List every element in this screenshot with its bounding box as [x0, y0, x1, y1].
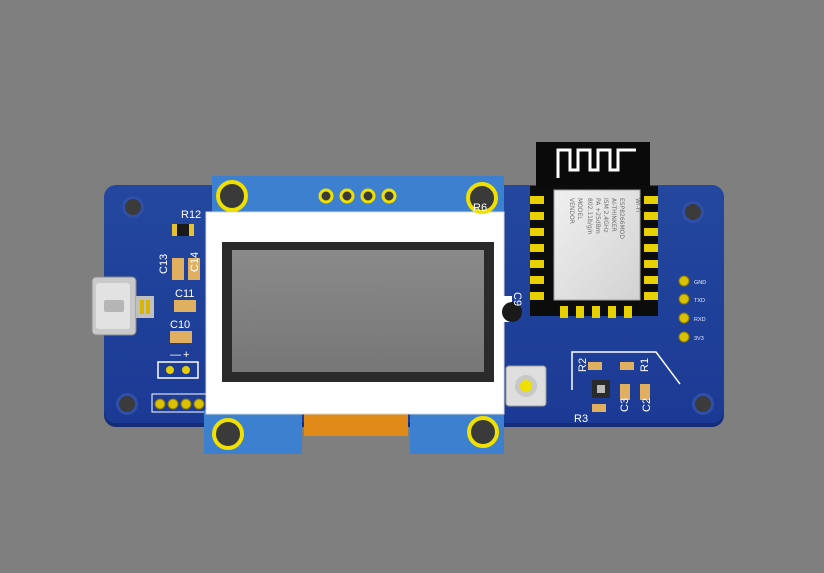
label-c9: C9 — [511, 292, 523, 306]
module-text-4: PA +25dBm — [594, 198, 601, 234]
module-model-label: MODEL — [576, 198, 583, 220]
label-r12: R12 — [181, 209, 201, 221]
label-r3: R3 — [574, 413, 588, 425]
capacitor-c2: C2 — [640, 384, 653, 412]
oled-mount-hole — [466, 182, 498, 214]
esp8266-wifi-module: Wi-Fi ESP8266MOD AI-THINKER ISM 2.4GHz P… — [530, 142, 658, 318]
polarity-minus-label: — — [170, 349, 181, 361]
resistor-r1: R1 — [620, 358, 651, 372]
label-r1: R1 — [639, 358, 651, 372]
resistor-r2: R2 — [577, 358, 602, 372]
serial-header: GND TXD RXD 3V3 — [678, 275, 706, 343]
module-pads-right — [644, 196, 658, 300]
mounting-hole — [122, 196, 144, 218]
polarity-plus-label: + — [183, 349, 189, 361]
capacitor-c11: C11 — [174, 288, 196, 312]
oled-mount-hole — [216, 180, 248, 212]
capacitor-c3: C3 — [619, 384, 631, 412]
micro-usb-connector — [91, 276, 154, 336]
serial-label-txd: TXD — [694, 298, 705, 304]
reset-button[interactable] — [505, 365, 547, 407]
module-text-5: 802.11b/g/n — [586, 198, 593, 235]
serial-label-3v3: 3V3 — [694, 336, 704, 342]
module-text-2: AI-THINKER — [610, 198, 617, 232]
mounting-hole — [682, 201, 704, 223]
module-text-3: ISM 2.4GHz — [602, 198, 609, 233]
capacitor-c9: C9 — [498, 292, 523, 322]
capacitor-c13: C13 — [158, 254, 184, 280]
oled-mount-hole — [212, 418, 244, 450]
module-vendor-label: VENDOR — [568, 198, 575, 224]
wifi-logo: Wi-Fi — [634, 198, 641, 213]
label-r2: R2 — [577, 358, 589, 372]
capacitor-c10: C10 — [170, 319, 192, 343]
label-c10: C10 — [170, 319, 190, 331]
module-pads-bottom — [560, 306, 632, 318]
serial-label-gnd: GND — [694, 280, 706, 286]
oled-screen — [232, 250, 484, 372]
label-c11: C11 — [175, 288, 194, 300]
resistor-r12: R12 — [172, 209, 201, 236]
label-r6: R6 — [473, 202, 487, 214]
sensor-area: R2 R1 R3 C3 C2 — [571, 351, 681, 425]
module-rf-shield — [553, 189, 641, 301]
mounting-hole — [692, 393, 714, 415]
oled-header-pads — [318, 188, 397, 204]
serial-label-rxd: RXD — [694, 317, 706, 323]
capacitor-c14: C14 — [188, 252, 201, 280]
module-text-1: ESP8266MOD — [618, 198, 625, 239]
label-c2: C2 — [641, 398, 653, 412]
resistor-r3: R3 — [574, 404, 606, 425]
antenna-trace — [556, 148, 636, 178]
label-c13: C13 — [158, 254, 170, 274]
label-c3: C3 — [619, 398, 631, 412]
oled-display-module — [204, 176, 505, 454]
power-polarity-marks: — + — [157, 349, 199, 379]
module-pads-left — [530, 196, 544, 300]
label-c14: C14 — [189, 252, 201, 272]
mounting-hole — [116, 393, 138, 415]
oled-mount-hole — [467, 416, 499, 448]
